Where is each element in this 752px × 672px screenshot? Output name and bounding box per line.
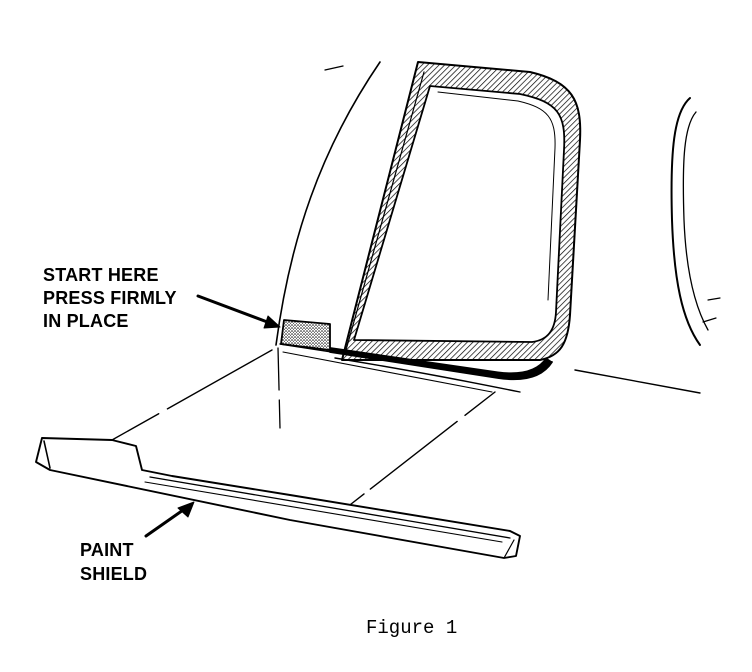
shield-sheet	[111, 343, 496, 509]
body-contour	[275, 61, 381, 346]
callout-line: SHIELD	[80, 564, 148, 584]
start-tab	[280, 319, 331, 351]
start-here-callout: START HERE PRESS FIRMLY IN PLACE	[43, 264, 177, 333]
lamp-lip-shadow	[325, 346, 553, 380]
lamp-housing	[341, 61, 582, 361]
start-here-leader-arrow	[196, 294, 281, 329]
paint-shield-strip	[35, 437, 521, 559]
callout-line: IN PLACE	[43, 311, 129, 331]
figure-caption: Figure 1	[366, 617, 458, 639]
callout-line: PRESS FIRMLY	[43, 288, 177, 308]
paint-shield-callout: PAINT SHIELD	[80, 538, 147, 586]
callout-line: START HERE	[43, 265, 159, 285]
lamp-base-line	[334, 357, 521, 393]
roof-tick	[324, 65, 344, 71]
rear-body-panel	[574, 97, 721, 394]
paint-shield-leader-arrow	[144, 501, 195, 538]
callout-line: PAINT	[80, 540, 134, 560]
